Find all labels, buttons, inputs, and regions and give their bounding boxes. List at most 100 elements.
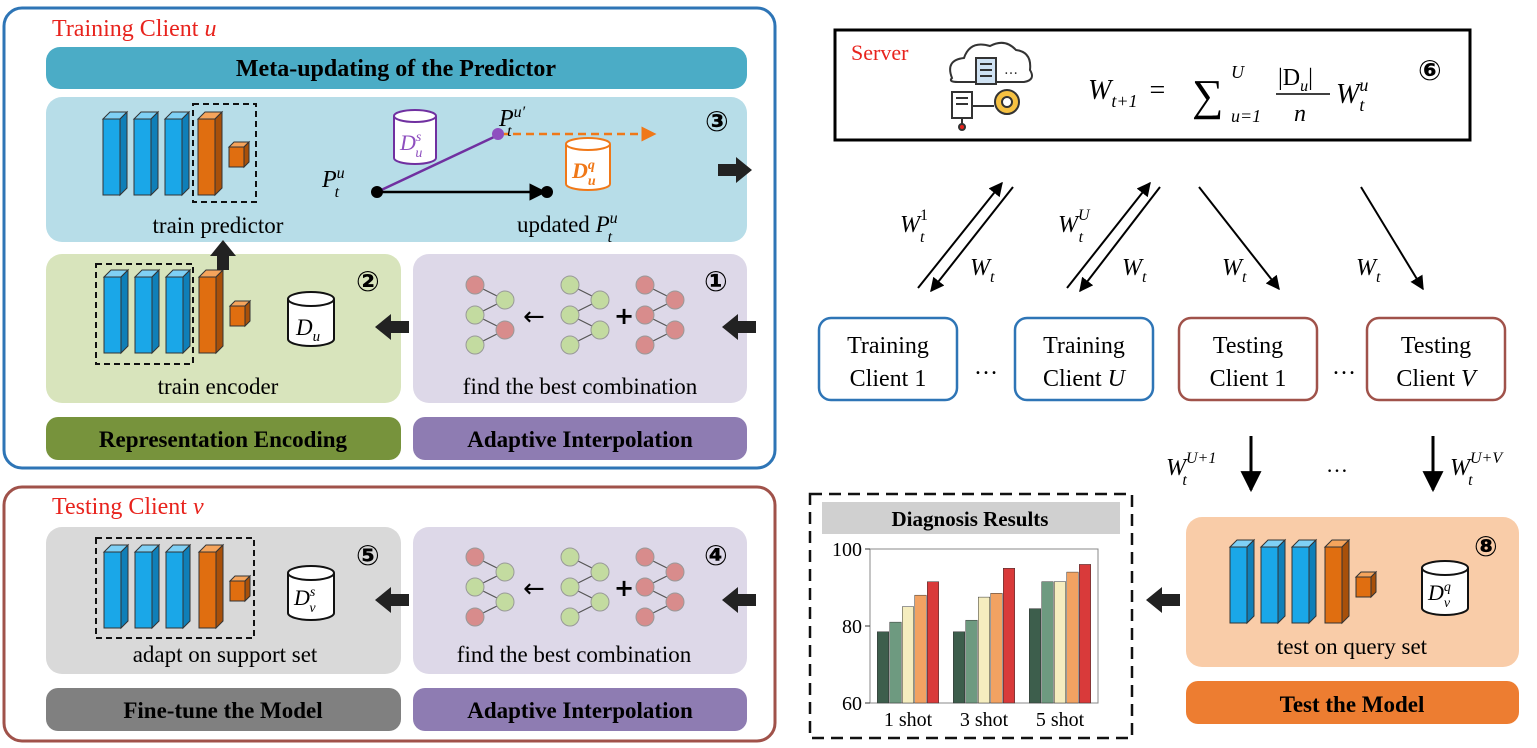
- y-tick-label: 60: [842, 693, 862, 715]
- step-6-marker: ⑥: [1418, 54, 1442, 87]
- find-best-label-train: find the best combination: [463, 374, 698, 399]
- meta-update-vectors: [371, 126, 657, 201]
- train-encoder-label: train encoder: [158, 374, 279, 399]
- bar: [877, 631, 889, 704]
- client-box-line1: Training: [847, 333, 929, 359]
- interp-bar-train-label: Adaptive Interpolation: [467, 427, 693, 452]
- meta-update-bar: [46, 47, 747, 89]
- test-download-ellipsis: …: [1326, 452, 1348, 477]
- test-query-cylinder-icon: [1421, 560, 1469, 616]
- interp-bar-test-label: Adaptive Interpolation: [467, 698, 693, 723]
- fraction-numerator: |Du|: [1278, 65, 1313, 95]
- bar: [978, 596, 990, 704]
- training-client-title: Training Client u: [52, 16, 216, 42]
- clients-ellipsis-training: …: [974, 354, 998, 380]
- testing-client-title: Testing Client v: [52, 494, 204, 520]
- interp-network-icon-train: ← +: [465, 275, 685, 355]
- step-4-marker: ④: [704, 539, 728, 572]
- clients-ellipsis-testing: …: [1332, 354, 1356, 380]
- rep-encoding-bar: [46, 417, 401, 460]
- test-support-cylinder-icon: [287, 565, 335, 621]
- rep-encoding-bar-label: Representation Encoding: [99, 427, 348, 452]
- client-box-line1: Testing: [1213, 333, 1283, 359]
- bar: [990, 593, 1003, 704]
- adapt-support-label: adapt on support set: [133, 642, 318, 667]
- server-label: Server: [851, 40, 909, 65]
- client-box-line1: Testing: [1401, 333, 1471, 359]
- arrow-to-results: [1146, 587, 1180, 613]
- svg-text:…: …: [1004, 62, 1018, 78]
- y-tick-label: 100: [832, 539, 862, 561]
- test-network-icon: [1228, 538, 1378, 625]
- bar: [1054, 581, 1066, 704]
- predictor-network-icon: [101, 103, 257, 203]
- download-wt-label-1: Wt: [970, 255, 995, 286]
- bar: [914, 594, 927, 704]
- bar: [1041, 581, 1054, 704]
- bar: [902, 606, 914, 704]
- svg-text:+: +: [614, 302, 634, 330]
- server-box: [833, 28, 1472, 142]
- local-data-label: Du: [295, 315, 320, 345]
- bar: [953, 631, 965, 704]
- sum-bottom: u=1: [1231, 106, 1261, 126]
- test-query-caption: test on query set: [1277, 634, 1428, 659]
- client-box-line1: Training: [1043, 333, 1125, 359]
- step-1-marker: ①: [704, 265, 728, 298]
- interp-panel-train: [413, 254, 747, 403]
- p-tu-prime-label: Pu′t: [498, 104, 526, 140]
- meta-update-bar-label: Meta-updating of the Predictor: [236, 56, 557, 82]
- download-wt-label-4: Wt: [1356, 255, 1381, 286]
- sum-top: U: [1231, 62, 1245, 82]
- download-wt-label-3: Wt: [1222, 255, 1247, 286]
- encoder-network-icon: [95, 263, 252, 365]
- interp-bar-train: [413, 417, 747, 460]
- finetune-bar: [46, 688, 401, 731]
- bar: [965, 619, 978, 704]
- client-box-line2: Client U: [1043, 366, 1127, 392]
- upload-arrows: [917, 181, 1424, 293]
- test-model-bar-label: Test the Model: [1280, 692, 1425, 717]
- step-5-marker: ⑤: [356, 539, 380, 572]
- test-download-arrows: [1240, 436, 1444, 493]
- step-2-marker: ②: [356, 265, 380, 298]
- query-set-cylinder-icon: [565, 137, 611, 191]
- bar: [1066, 571, 1079, 704]
- svg-text:←: ←: [523, 574, 545, 604]
- download-wt-label-2: Wt: [1122, 255, 1147, 286]
- x-tick-label: 5 shot: [1036, 709, 1085, 731]
- find-best-label-test: find the best combination: [457, 642, 692, 667]
- svg-text:←: ←: [523, 302, 545, 332]
- test-model-bar: [1186, 681, 1519, 724]
- sum-symbol: ∑: [1192, 71, 1223, 120]
- y-tick-label: 80: [842, 616, 862, 638]
- results-title: Diagnosis Results: [892, 507, 1049, 531]
- step-8-marker: ⑧: [1474, 530, 1498, 563]
- svg-text:+: +: [614, 574, 634, 602]
- results-title-bar: [822, 502, 1120, 534]
- interp-bar-test: [413, 688, 747, 731]
- cloud-server-icon: …: [949, 41, 1033, 131]
- bar: [889, 621, 902, 704]
- x-tick-label: 3 shot: [960, 709, 1009, 731]
- local-data-cylinder-icon: [287, 291, 335, 347]
- step-3-marker: ③: [705, 105, 729, 138]
- client-box-line2: Client 1: [850, 366, 927, 392]
- support-set-cylinder-icon: [393, 109, 437, 165]
- client-box-line2: Client V: [1396, 366, 1478, 392]
- train-predictor-label: train predictor: [153, 213, 284, 238]
- interp-network-icon-test: ← +: [465, 547, 685, 627]
- bar: [1079, 564, 1091, 704]
